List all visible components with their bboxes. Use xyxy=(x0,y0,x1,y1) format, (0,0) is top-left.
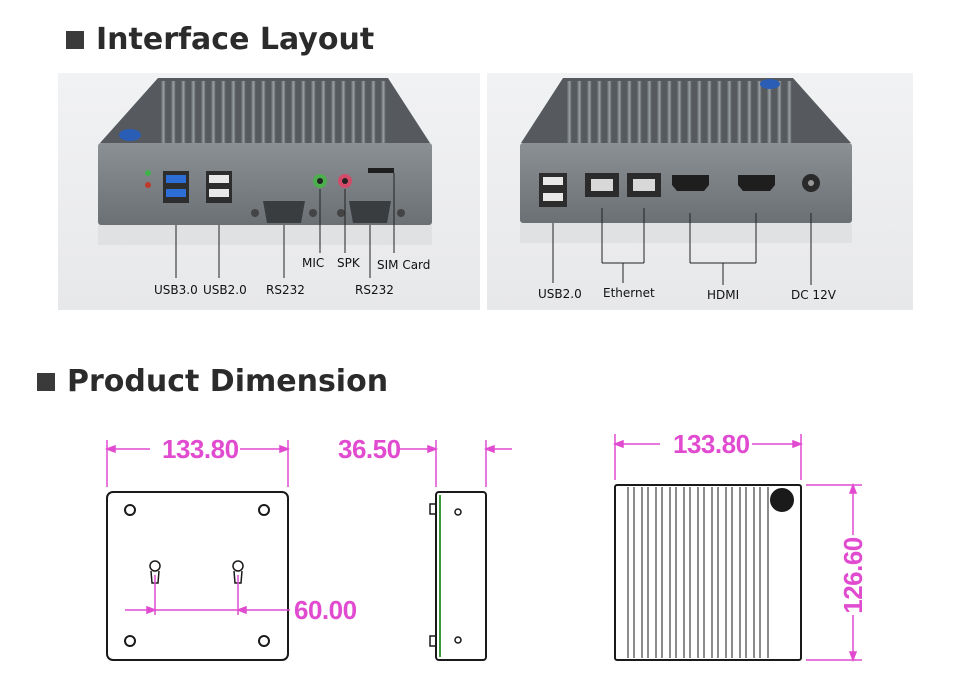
front-panel-photo: USB3.0 USB2.0 RS232 MIC SPK SIM Card RS2… xyxy=(58,73,480,310)
dim-top-width: 133.80 xyxy=(673,429,750,459)
back-device-illustration xyxy=(520,78,852,285)
section-title-text: Product Dimension xyxy=(67,364,389,399)
label-spk: SPK xyxy=(337,256,360,270)
label-hdmi: HDMI xyxy=(707,288,740,302)
dim-top-depth: 126.60 xyxy=(837,537,868,614)
back-panel-photo: USB2.0 Ethernet HDMI DC 12V xyxy=(487,73,913,310)
label-mic: MIC xyxy=(302,256,325,270)
front-device-illustration xyxy=(98,78,432,278)
dim-bottom-width: 133.80 xyxy=(162,434,239,464)
label-rs232-a: RS232 xyxy=(266,283,305,297)
label-rs232-b: RS232 xyxy=(355,283,394,297)
label-ethernet: Ethernet xyxy=(603,286,655,300)
section-title-text: Interface Layout xyxy=(96,22,375,57)
section-title-interface: Interface Layout xyxy=(66,22,374,57)
label-usb20-front: USB2.0 xyxy=(203,283,247,297)
label-sim-card: SIM Card xyxy=(377,258,431,272)
square-bullet-icon xyxy=(66,30,84,49)
dim-side-height: 36.50 xyxy=(338,434,401,464)
label-dc-12v: DC 12V xyxy=(791,288,836,302)
section-title-dimension: Product Dimension xyxy=(37,364,388,399)
label-usb30: USB3.0 xyxy=(154,283,198,297)
square-bullet-icon xyxy=(37,372,55,391)
label-usb20-back: USB2.0 xyxy=(538,287,582,301)
dim-mount-spacing: 60.00 xyxy=(294,595,357,625)
